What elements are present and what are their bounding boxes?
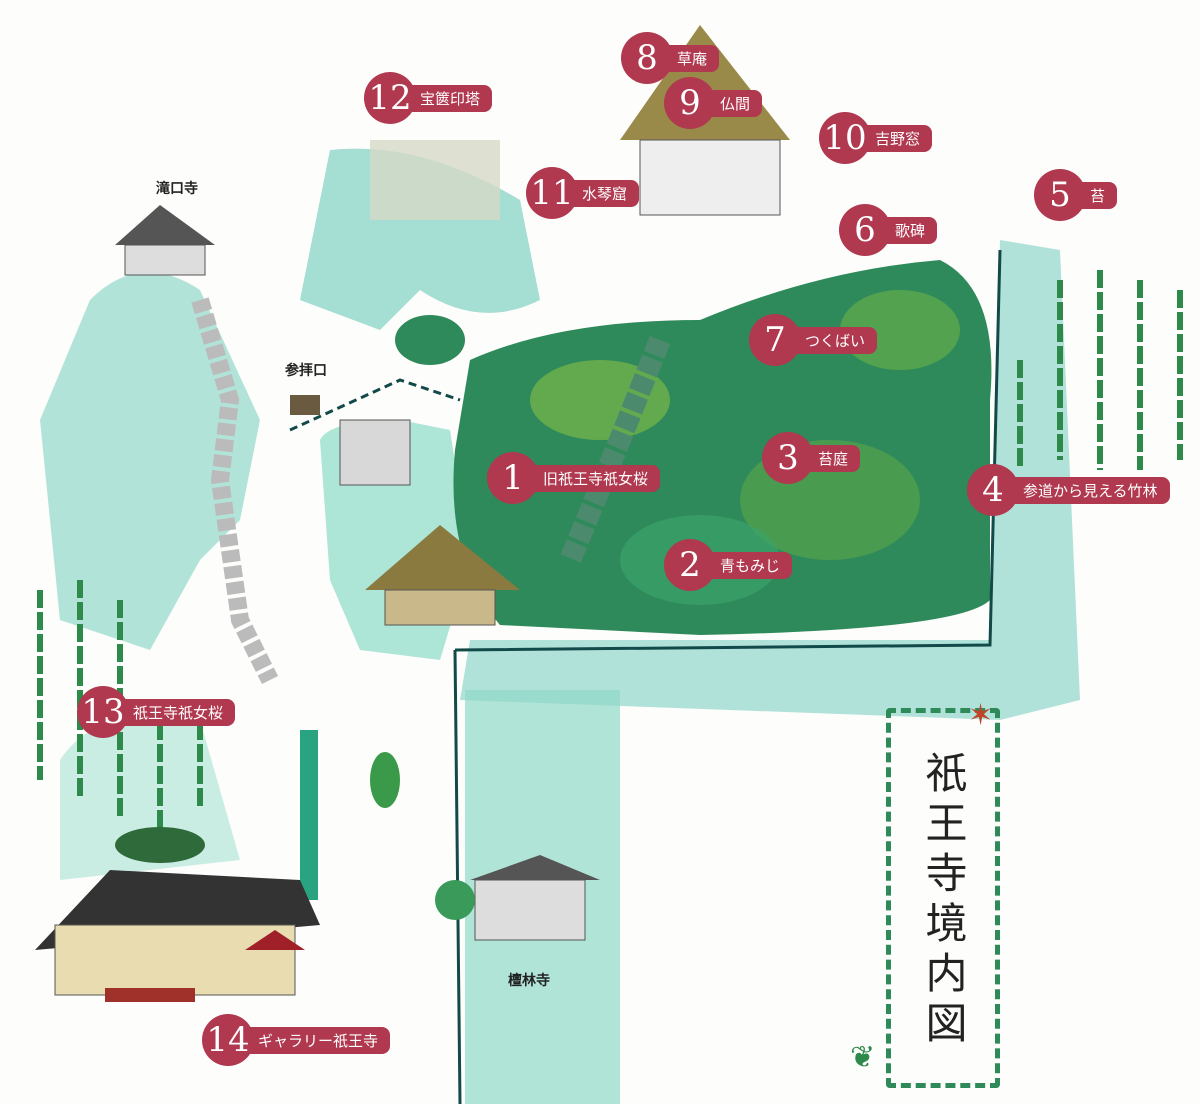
marker-number: 12 [364,72,416,124]
place-danrinji: 檀林寺 [508,973,550,989]
map-title-frame: 祇王寺境内図 [886,708,1000,1088]
maple-leaf-icon: ✶ [968,698,994,733]
marker-number: 10 [819,112,871,164]
bamboo-leaf-icon: ❦ [850,1040,876,1075]
entrance-gate [290,395,320,415]
takiguchidera-building [115,205,215,276]
place-entrance: 参拝口 [285,363,327,379]
marker-label: 祇王寺祇女桜 [109,698,236,726]
marker-label: 旧祇王寺祇女桜 [519,464,661,492]
small-house [339,419,411,486]
marker-number: 14 [202,1014,254,1066]
bamboo-grove-east [1017,270,1183,470]
water-area-west [40,272,260,650]
pagodas [370,140,500,220]
marker-number: 1 [487,452,539,504]
water-area-east [460,240,1080,720]
gallery-building [35,870,320,1002]
marker-number: 6 [839,204,891,256]
small-pond [370,752,400,808]
marker-number: 7 [749,314,801,366]
marker-number: 5 [1034,169,1086,221]
path-outline [453,249,1002,1104]
stone-path [191,297,279,685]
danrinji-building [435,855,600,941]
marker-number: 3 [762,432,814,484]
marker-label: ギャラリー祇王寺 [234,1026,391,1054]
bamboo-bed [115,827,205,863]
marker-number: 2 [664,539,716,591]
thatched-gate [365,525,520,626]
marker-number: 13 [77,686,129,738]
stream [300,730,318,900]
map-title: 祇王寺境内図 [919,751,968,1051]
place-takiguchidera: 滝口寺 [156,181,198,197]
marker-number: 11 [526,167,578,219]
marker-number: 9 [664,77,716,129]
pond-island [395,315,465,365]
marker-label: 参道から見える竹林 [999,476,1170,504]
marker-number: 4 [967,464,1019,516]
marker-number: 8 [621,32,673,84]
